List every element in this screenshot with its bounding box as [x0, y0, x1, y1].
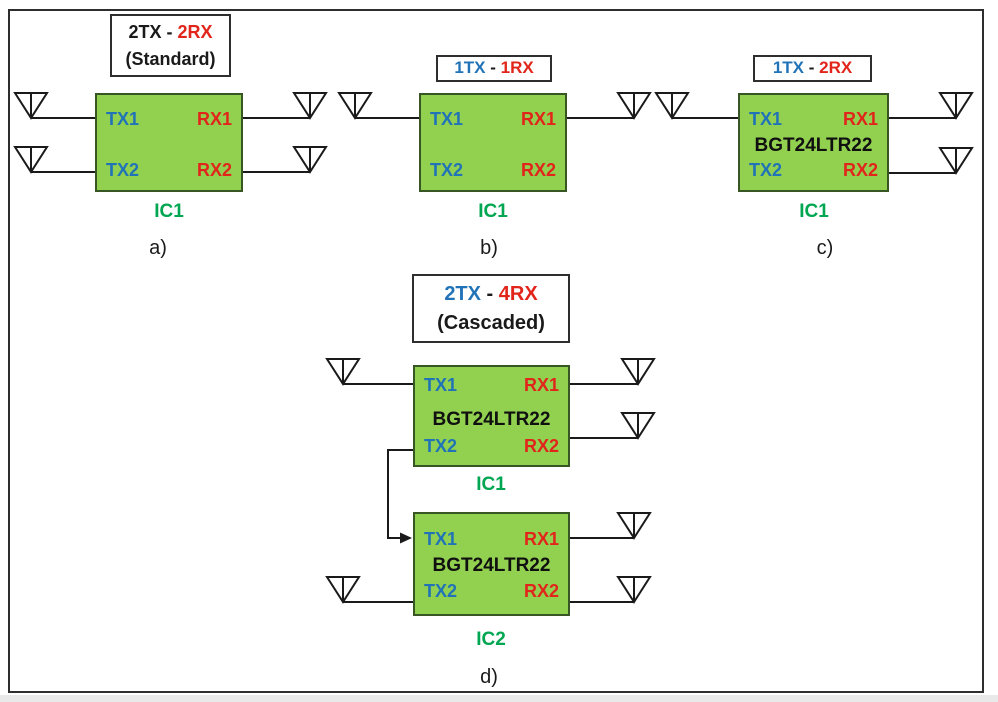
antenna-icon — [617, 92, 651, 119]
antenna-icon — [14, 146, 48, 173]
ic2-label-d: IC2 — [476, 629, 506, 650]
antenna-icon — [621, 412, 655, 439]
ic-box-a: TX1 RX1 TX2 RX2 — [95, 93, 243, 192]
ic-label-a: IC1 — [154, 201, 184, 222]
cascade-arrow-icon — [400, 532, 412, 544]
title-box-c: 1TX - 2RX — [753, 55, 872, 82]
title-line2: (Standard) — [125, 48, 216, 69]
port-tx2: TX2 — [749, 160, 783, 180]
page-edge-strip — [0, 695, 998, 702]
port-rx1: RX1 — [196, 109, 232, 129]
title-line1: 2TX - 2RX — [128, 22, 213, 43]
port-rx2: RX2 — [196, 160, 232, 180]
ic1-label-d: IC1 — [476, 474, 506, 495]
ic1-box-d: TX1 RX1 BGT24LTR22 TX2 RX2 — [413, 365, 570, 467]
port-rx2: RX2 — [520, 160, 556, 180]
caption-a: a) — [149, 237, 167, 259]
port-rx1: RX1 — [523, 375, 559, 395]
title-line1: 2TX - 4RX — [444, 282, 538, 305]
port-tx2: TX2 — [424, 436, 458, 456]
chip-label: BGT24LTR22 — [754, 135, 873, 156]
port-tx2: TX2 — [424, 581, 458, 601]
ic-label-b: IC1 — [478, 201, 508, 222]
title-box-a: 2TX - 2RX (Standard) — [110, 14, 231, 77]
antenna-icon — [14, 92, 48, 119]
port-tx1: TX1 — [424, 529, 458, 549]
antenna-icon — [655, 92, 689, 119]
ic-label-c: IC1 — [799, 201, 829, 222]
port-tx2: TX2 — [106, 160, 140, 180]
chip-label: BGT24LTR22 — [432, 409, 551, 430]
caption-c: c) — [816, 237, 834, 259]
figure-border — [8, 9, 984, 693]
ic2-box-d: TX1 RX1 BGT24LTR22 TX2 RX2 — [413, 512, 570, 616]
antenna-icon — [939, 147, 973, 174]
antenna-icon — [293, 92, 327, 119]
title-line1: 1TX - 1RX — [454, 58, 534, 78]
title-line2: (Cascaded) — [437, 311, 545, 334]
port-rx1: RX1 — [520, 109, 556, 129]
feed-lines — [31, 117, 956, 603]
ic-box-b: TX1 RX1 TX2 RX2 — [419, 93, 567, 192]
port-tx1: TX1 — [749, 109, 783, 129]
antenna-icon — [617, 512, 651, 539]
chip-label: BGT24LTR22 — [432, 555, 551, 576]
port-rx2: RX2 — [523, 436, 559, 456]
title-box-d: 2TX - 4RX (Cascaded) — [412, 274, 570, 343]
antenna-icon — [621, 358, 655, 385]
port-rx2: RX2 — [523, 581, 559, 601]
port-tx1: TX1 — [424, 375, 458, 395]
ic-box-c: TX1 RX1 BGT24LTR22 TX2 RX2 — [738, 93, 889, 192]
antenna-icon — [293, 146, 327, 173]
port-rx1: RX1 — [842, 109, 878, 129]
port-tx1: TX1 — [106, 109, 140, 129]
antenna-icon — [338, 92, 372, 119]
antenna-icon — [939, 92, 973, 119]
title-box-b: 1TX - 1RX — [436, 55, 552, 82]
port-rx2: RX2 — [842, 160, 878, 180]
caption-d: d) — [480, 666, 498, 688]
cascade-wire — [387, 449, 413, 539]
port-tx1: TX1 — [430, 109, 464, 129]
title-line1: 1TX - 2RX — [772, 58, 853, 78]
antenna-icon — [326, 576, 360, 603]
antenna-icon — [617, 576, 651, 603]
port-tx2: TX2 — [430, 160, 464, 180]
caption-b: b) — [480, 237, 498, 259]
port-rx1: RX1 — [523, 529, 559, 549]
antenna-icon — [326, 358, 360, 385]
